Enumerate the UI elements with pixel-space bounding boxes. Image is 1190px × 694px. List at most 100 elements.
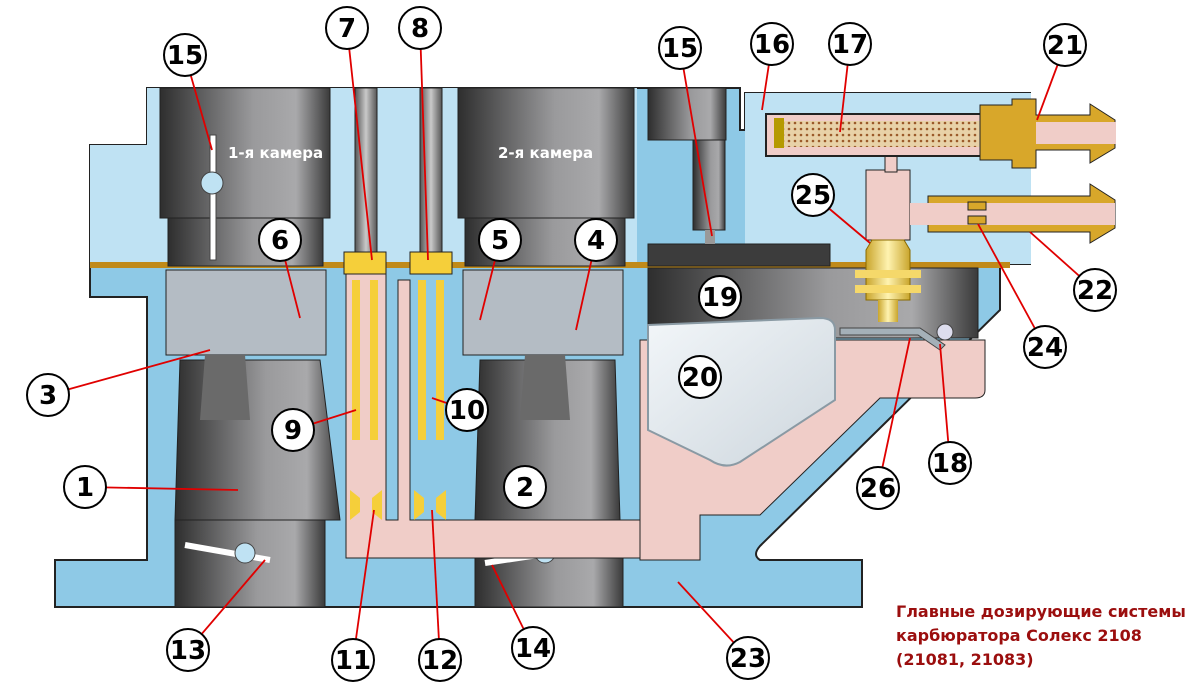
leader-line	[877, 337, 911, 489]
callout-1: 1	[63, 465, 107, 509]
throttle-valve-1	[184, 542, 271, 564]
callout-20: 20	[678, 355, 722, 399]
callout-10: 10	[445, 388, 489, 432]
callout-circle	[726, 636, 770, 680]
callout-15: 15	[658, 26, 702, 70]
callout-25: 25	[791, 173, 835, 217]
callout-number: 5	[491, 226, 509, 256]
leader-line	[346, 27, 373, 261]
callout-14: 14	[511, 626, 555, 670]
diagram-caption: Главные дозирующие системы карбюратора С…	[896, 600, 1186, 672]
callout-circle	[166, 628, 210, 672]
callout-number: 15	[167, 41, 203, 71]
callout-2: 2	[503, 465, 547, 509]
callout-number: 12	[422, 646, 458, 676]
callout-number: 8	[411, 14, 429, 44]
callout-15: 15	[163, 33, 207, 77]
caption-line-3: (21081, 21083)	[896, 650, 1034, 669]
callout-number: 22	[1077, 276, 1113, 306]
callout-24: 24	[1023, 325, 1067, 369]
callout-circle	[750, 22, 794, 66]
leader-line	[419, 27, 429, 261]
callout-19: 19	[698, 275, 742, 319]
callout-circle	[331, 638, 375, 682]
callout-number: 3	[39, 381, 57, 411]
callout-11: 11	[331, 638, 375, 682]
callout-number: 11	[335, 646, 371, 676]
fuel-filter	[765, 113, 987, 157]
inlet-fitting	[979, 98, 1116, 169]
callout-number: 17	[832, 30, 868, 60]
callout-circle	[698, 275, 742, 319]
callout-circle	[325, 6, 369, 50]
callout-circle	[1023, 325, 1067, 369]
callout-16: 16	[750, 22, 794, 66]
callout-12: 12	[418, 638, 462, 682]
chamber-1-label: 1-я камера	[228, 144, 323, 162]
callout-number: 26	[860, 474, 896, 504]
callout-circle	[928, 441, 972, 485]
callout-17: 17	[828, 22, 872, 66]
callout-number: 10	[449, 396, 485, 426]
callout-circle	[418, 638, 462, 682]
caption-line-2: карбюратора Солекс 2108	[896, 626, 1142, 645]
callout-9: 9	[271, 408, 315, 452]
callout-circle	[258, 218, 302, 262]
callout-number: 4	[587, 226, 605, 256]
callout-number: 20	[682, 363, 718, 393]
callout-circle	[503, 465, 547, 509]
callout-circle	[658, 26, 702, 70]
callout-number: 19	[702, 283, 738, 313]
return-fitting	[910, 183, 1116, 244]
callout-number: 2	[516, 473, 534, 503]
callout-18: 18	[928, 441, 972, 485]
callout-circle	[271, 408, 315, 452]
callout-circle	[856, 466, 900, 510]
chamber-1	[159, 87, 341, 608]
callout-circle	[445, 388, 489, 432]
callout-6: 6	[258, 218, 302, 262]
leader-line	[431, 509, 441, 661]
callout-number: 1	[76, 473, 94, 503]
leader-line	[352, 509, 375, 661]
callout-circle	[1043, 23, 1087, 67]
leader-line	[679, 47, 713, 237]
callout-8: 8	[398, 6, 442, 50]
callout-3: 3	[26, 373, 70, 417]
callout-circle	[398, 6, 442, 50]
callout-7: 7	[325, 6, 369, 50]
callout-circle	[1073, 268, 1117, 312]
callout-number: 21	[1047, 31, 1083, 61]
callout-number: 6	[271, 226, 289, 256]
callout-number: 13	[170, 636, 206, 666]
callout-number: 14	[515, 634, 551, 664]
callout-number: 9	[284, 416, 302, 446]
callout-circle	[63, 465, 107, 509]
callout-4: 4	[574, 218, 618, 262]
leader-line	[47, 349, 211, 396]
callout-number: 24	[1027, 333, 1063, 363]
caption-line-1: Главные дозирующие системы	[896, 602, 1186, 621]
callout-circle	[511, 626, 555, 670]
callout-number: 18	[932, 449, 968, 479]
callout-circle	[574, 218, 618, 262]
callout-26: 26	[856, 466, 900, 510]
callout-number: 16	[754, 30, 790, 60]
callout-23: 23	[726, 636, 770, 680]
leader-line	[84, 486, 239, 491]
chamber-2-label: 2-я камера	[498, 144, 593, 162]
callout-number: 15	[662, 34, 698, 64]
callout-number: 23	[730, 644, 766, 674]
callout-22: 22	[1073, 268, 1117, 312]
callout-circle	[828, 22, 872, 66]
emulsion-wells	[343, 87, 641, 559]
float	[647, 316, 836, 467]
callout-13: 13	[166, 628, 210, 672]
callout-number: 7	[338, 14, 356, 44]
callout-circle	[478, 218, 522, 262]
leader-line	[977, 223, 1046, 348]
callout-number: 25	[795, 181, 831, 211]
callout-circle	[791, 173, 835, 217]
